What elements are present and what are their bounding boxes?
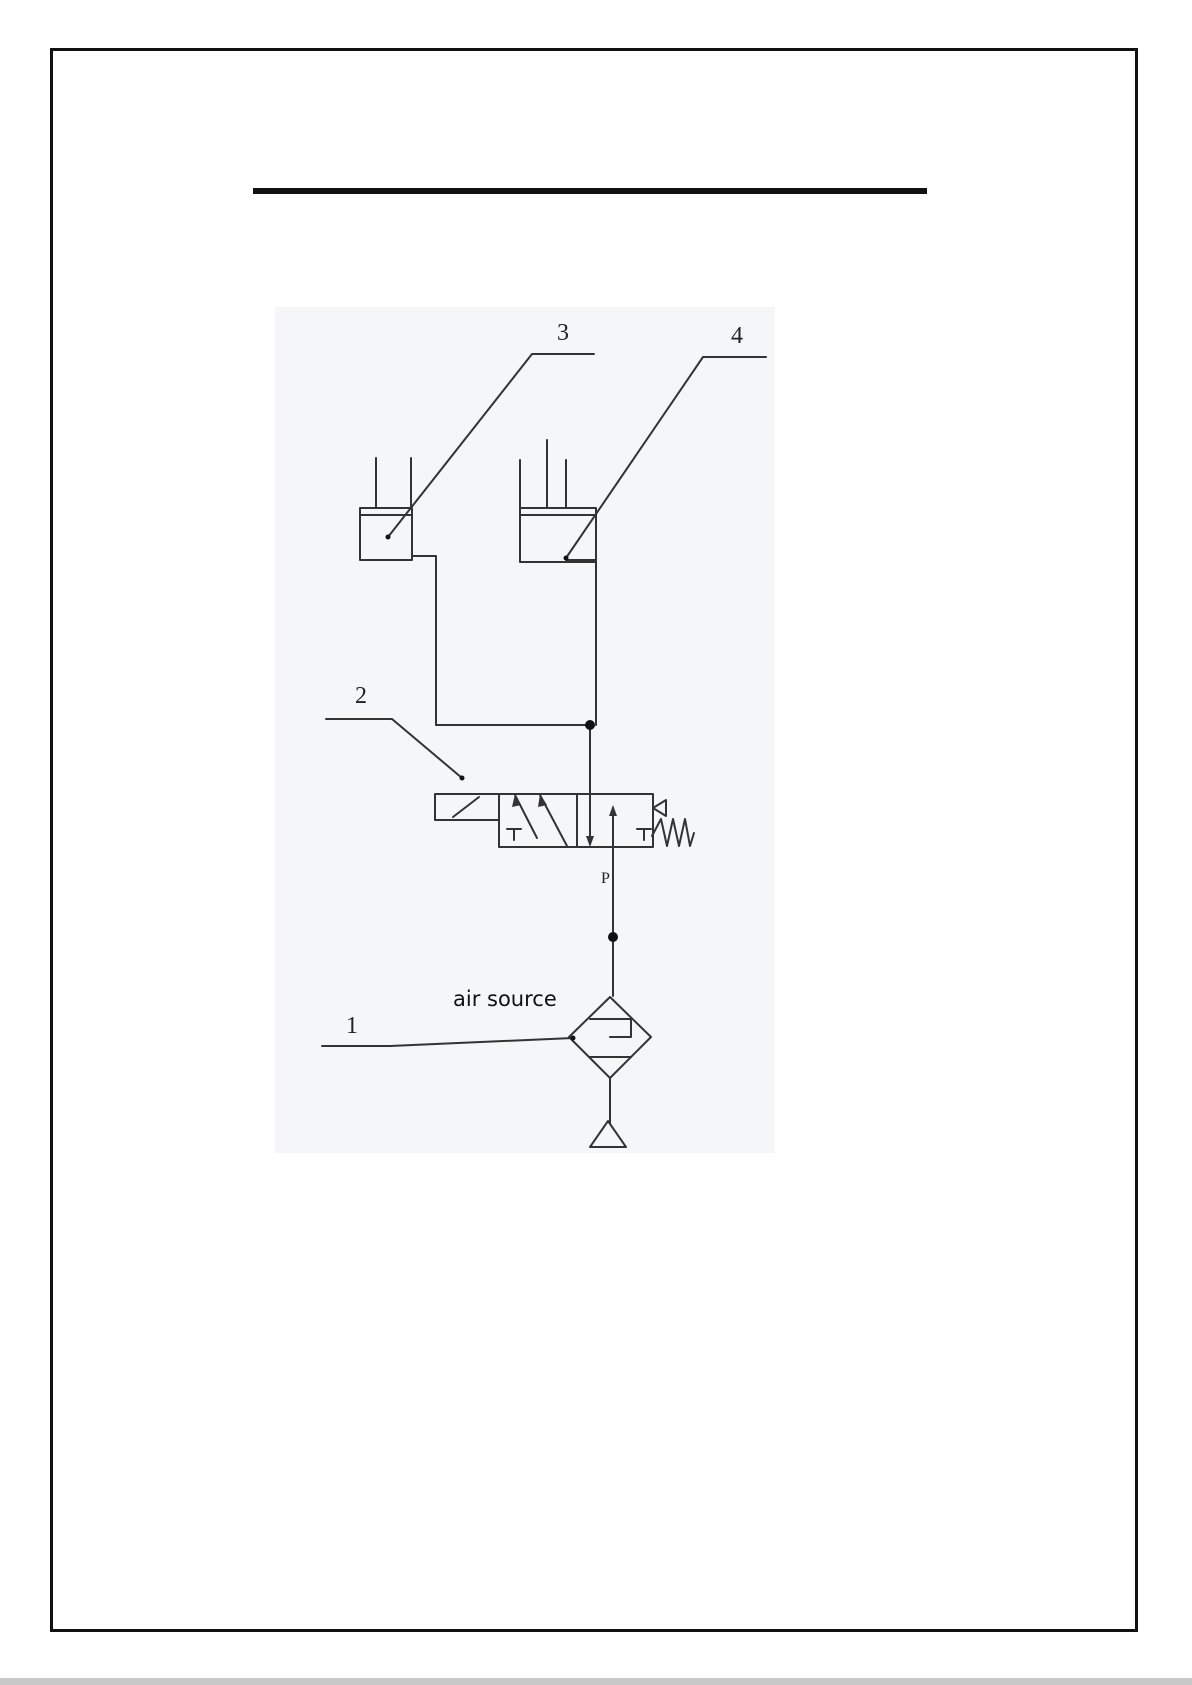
cylinder-4-body	[520, 508, 596, 562]
label-component-2: 2	[355, 683, 367, 709]
label-air-source: air source	[453, 987, 557, 1011]
leader-line-3	[388, 354, 594, 537]
source-triangle	[590, 1121, 626, 1147]
arrowhead-up	[609, 805, 617, 816]
bottom-edge-strip	[0, 1678, 1192, 1685]
label-component-1: 1	[346, 1013, 358, 1039]
valve-spring	[652, 819, 694, 846]
junction-dot-top	[585, 720, 595, 730]
solenoid-actuator	[435, 794, 499, 820]
leader-dot-2	[460, 776, 465, 781]
leader-line-2	[326, 719, 462, 778]
label-component-4: 4	[731, 323, 743, 349]
pipe-cylinder-4	[566, 560, 596, 725]
air-filter-1	[569, 997, 651, 1123]
valve-2	[499, 725, 653, 908]
filter-inner	[610, 1019, 631, 1037]
leader-line-1	[322, 1038, 573, 1046]
junction-dot-pressure	[608, 932, 618, 942]
label-port-p: P	[601, 870, 610, 887]
arrowhead-left-2	[538, 794, 547, 807]
leader-dot-4	[564, 556, 569, 561]
leader-dot-1	[571, 1036, 576, 1041]
valve-pilot-triangle	[653, 800, 666, 816]
cylinder-3	[360, 458, 412, 560]
cylinder-4	[520, 440, 596, 562]
arrowhead-down	[586, 836, 594, 847]
leader-dot-3	[386, 535, 391, 540]
solenoid-diagonal	[453, 797, 479, 817]
label-component-3: 3	[557, 320, 569, 346]
pipe-cylinder-3	[412, 556, 590, 725]
